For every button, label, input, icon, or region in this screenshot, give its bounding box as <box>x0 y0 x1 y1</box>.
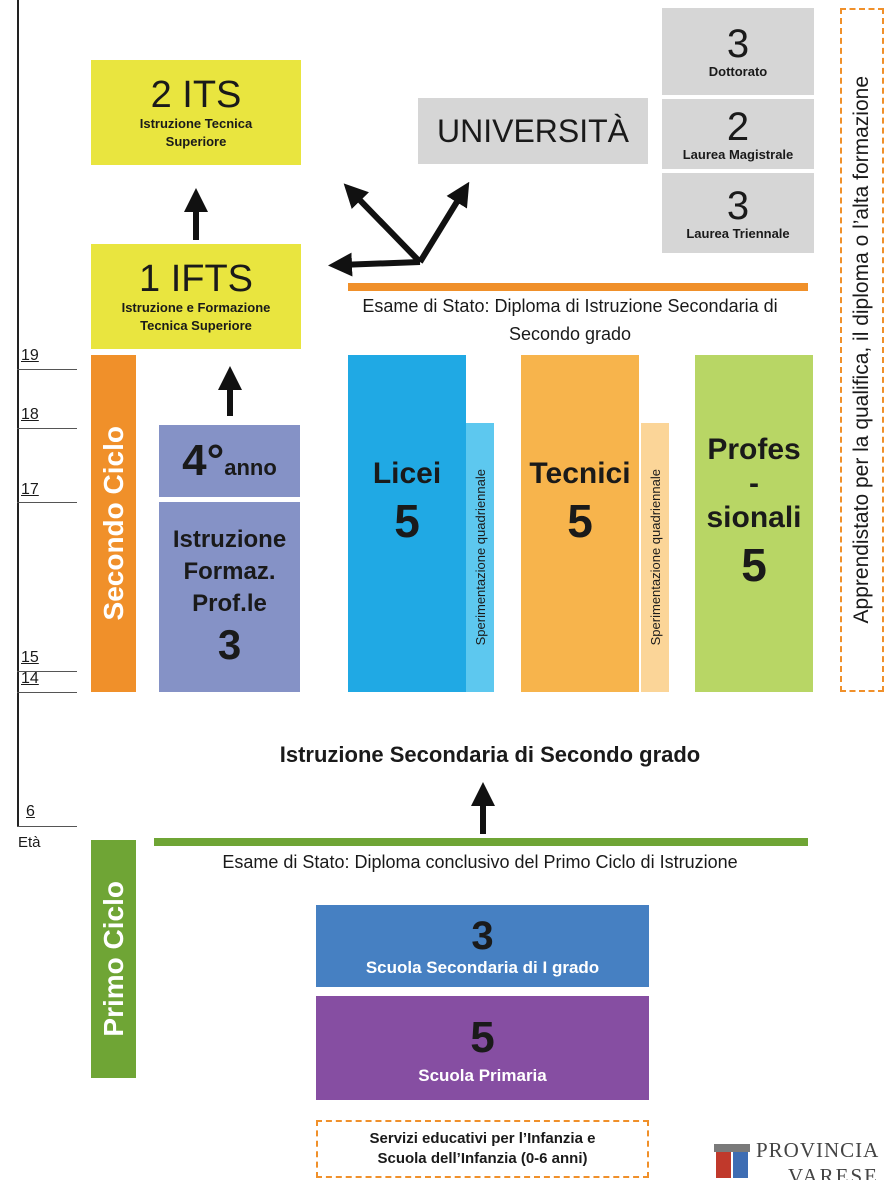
licei-label: Licei <box>372 456 442 490</box>
laurea-triennale-box: 3 Laurea Triennale <box>662 173 814 253</box>
laurea-triennale-years: 3 <box>726 183 750 228</box>
iefp-box: Istruzione Formaz. Prof.le 3 <box>159 502 300 692</box>
age-label-6: 6 <box>26 803 35 820</box>
primo-ciclo-label: Primo Ciclo <box>97 881 129 1037</box>
diploma-branch-arrows <box>328 181 470 277</box>
secondo-ciclo-band: Secondo Ciclo <box>91 355 136 692</box>
licei-sperimentazione-label: Sperimentazione quadriennale <box>472 469 488 646</box>
laurea-magistrale-label: Laurea Magistrale <box>682 146 794 162</box>
age-tick-14 <box>17 692 77 693</box>
professionali-years: 5 <box>741 538 767 591</box>
provincia-logo-line1: PROVINCIA <box>756 1138 880 1162</box>
tecnici-box: Tecnici 5 <box>521 355 639 692</box>
licei-box: Licei 5 <box>348 355 466 692</box>
esame-primo-bar <box>154 838 808 846</box>
laurea-magistrale-years: 2 <box>726 104 750 149</box>
istruzione-secondaria-title: Istruzione Secondaria di Secondo grado <box>279 742 701 767</box>
esame-primo-caption: Esame di Stato: Diploma conclusivo del P… <box>222 852 738 872</box>
age-label-15: 15 <box>21 649 39 666</box>
primo-ciclo-band: Primo Ciclo <box>91 840 136 1078</box>
esame-secondo-caption: Esame di Stato: Diploma di Istruzione Se… <box>362 296 778 344</box>
scuola-primaria-years: 5 <box>470 1013 495 1062</box>
licei-sperimentazione-strip: Sperimentazione quadriennale <box>466 423 494 692</box>
professionali-label: Profes-sionali <box>706 432 802 534</box>
age-tick-15 <box>17 671 77 672</box>
tecnici-label: Tecnici <box>529 456 631 490</box>
iefp-label: Istruzione Formaz. Prof.le <box>172 526 287 617</box>
iefp-fourth-year-box: 4°anno <box>159 425 300 497</box>
dottorato-label: Dottorato <box>708 64 768 79</box>
age-tick-19 <box>17 369 77 370</box>
dottorato-box: 3 Dottorato <box>662 8 814 95</box>
age-axis-label: Età <box>18 834 41 851</box>
professionali-box: Profes-sionali 5 <box>695 355 813 692</box>
laurea-magistrale-box: 2 Laurea Magistrale <box>662 99 814 169</box>
infanzia-box: Servizi educativi per l’Infanzia e Scuol… <box>316 1120 649 1178</box>
iefp-years: 3 <box>217 621 242 668</box>
age-axis-line <box>17 0 19 826</box>
age-label-17: 17 <box>21 481 39 498</box>
scuola-secondaria-years: 3 <box>471 914 494 958</box>
apprendistato-label: Apprendistato per la qualifica, il diplo… <box>850 76 873 624</box>
its-full-name: Istruzione Tecnica Superiore <box>139 115 253 149</box>
universita-box: UNIVERSITÀ <box>418 98 648 164</box>
ifts-box: 1 IFTS Istruzione e Formazione Tecnica S… <box>91 244 301 349</box>
ifts-title: 1 IFTS <box>138 257 254 300</box>
apprendistato-box: Apprendistato per la qualifica, il diplo… <box>840 8 884 692</box>
age-tick-6 <box>17 826 77 827</box>
esame-secondo-bar <box>348 283 808 291</box>
scuola-primaria-box: 5 Scuola Primaria <box>316 996 649 1100</box>
provincia-crest-icon <box>714 1144 750 1178</box>
scuola-secondaria-label: Scuola Secondaria di I grado <box>365 958 600 977</box>
its-box: 2 ITS Istruzione Tecnica Superiore <box>91 60 301 165</box>
tecnici-sperimentazione-strip: Sperimentazione quadriennale <box>641 423 669 692</box>
infanzia-line2: Scuola dell’Infanzia (0-6 anni) <box>377 1150 588 1167</box>
age-label-19: 19 <box>21 347 39 364</box>
secondo-ciclo-label: Secondo Ciclo <box>97 426 129 621</box>
age-tick-17 <box>17 502 77 503</box>
scuola-secondaria-box: 3 Scuola Secondaria di I grado <box>316 905 649 987</box>
age-tick-18 <box>17 428 77 429</box>
tecnici-sperimentazione-label: Sperimentazione quadriennale <box>647 469 663 646</box>
iefp-fourth-year-label: 4°anno <box>182 436 277 485</box>
infanzia-line1: Servizi educativi per l’Infanzia e <box>369 1130 596 1147</box>
tecnici-years: 5 <box>567 494 593 547</box>
age-label-14: 14 <box>21 670 39 687</box>
laurea-triennale-label: Laurea Triennale <box>686 225 790 241</box>
scuola-primaria-label: Scuola Primaria <box>418 1066 547 1085</box>
provincia-logo-line2: VARESE <box>788 1164 879 1180</box>
dottorato-years: 3 <box>726 22 750 66</box>
age-label-18: 18 <box>21 406 39 423</box>
ifts-full-name: Istruzione e Formazione Tecnica Superior… <box>121 299 271 333</box>
provincia-logo: PROVINCIA VARESE <box>710 1138 890 1180</box>
its-title: 2 ITS <box>150 73 242 116</box>
licei-years: 5 <box>394 494 420 547</box>
